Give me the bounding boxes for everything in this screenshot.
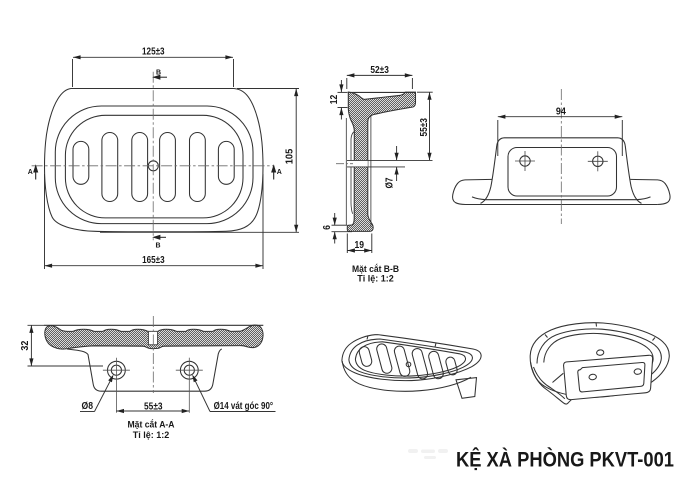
svg-text:19: 19 xyxy=(355,240,365,251)
svg-text:55±3: 55±3 xyxy=(144,401,163,412)
svg-text:Mặt cắt A-A: Mặt cắt A-A xyxy=(128,418,176,429)
svg-text:Ø8: Ø8 xyxy=(82,401,94,412)
svg-text:55±3: 55±3 xyxy=(419,118,430,137)
svg-text:Mặt cắt B-B: Mặt cắt B-B xyxy=(352,263,399,274)
svg-text:6: 6 xyxy=(322,225,333,230)
svg-text:32: 32 xyxy=(20,340,31,350)
svg-text:A: A xyxy=(277,169,282,176)
svg-text:105: 105 xyxy=(285,148,296,164)
svg-text:A: A xyxy=(28,169,33,176)
svg-text:52±3: 52±3 xyxy=(370,65,389,76)
svg-text:B: B xyxy=(156,69,161,76)
svg-text:Tỉ lệ: 1:2: Tỉ lệ: 1:2 xyxy=(357,273,394,283)
svg-text:KỆ XÀ PHÒNG PKVT-001: KỆ XÀ PHÒNG PKVT-001 xyxy=(456,448,674,472)
svg-text:125±3: 125±3 xyxy=(142,46,165,57)
svg-text:Tỉ lệ: 1:2: Tỉ lệ: 1:2 xyxy=(133,430,170,440)
svg-text:Ø14 vát góc 90°: Ø14 vát góc 90° xyxy=(214,401,274,412)
svg-text:B: B xyxy=(156,242,161,249)
svg-text:Ø7: Ø7 xyxy=(385,177,396,188)
svg-text:12: 12 xyxy=(329,94,340,104)
svg-text:94: 94 xyxy=(556,106,566,117)
svg-text:165±3: 165±3 xyxy=(142,255,165,266)
